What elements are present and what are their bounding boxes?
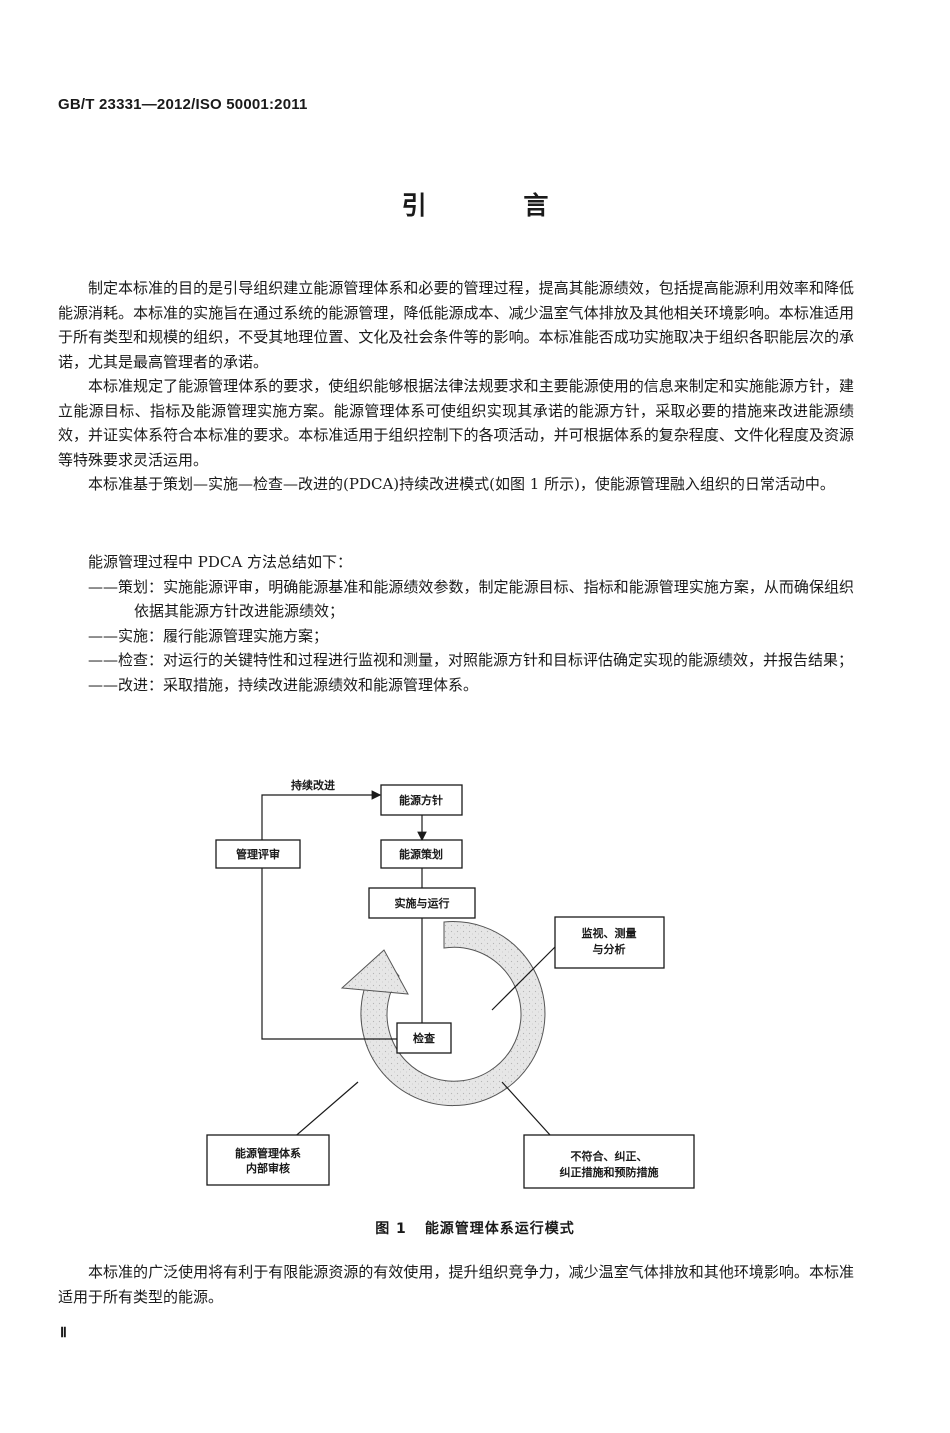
pdca-item-check: ——检查：对运行的关键特性和过程进行监视和测量，对照能源方针和目标评估确定实现的… xyxy=(88,651,854,669)
pdca-lead: 能源管理过程中 PDCA 方法总结如下： xyxy=(88,553,352,571)
label-monitoring-1: 监视、测量 xyxy=(582,926,637,940)
label-internal-audit-1: 能源管理体系 xyxy=(235,1146,301,1160)
paragraph-3: 本标准基于策划—实施—检查—改进的(PDCA)持续改进模式(如图 1 所示)，使… xyxy=(88,475,835,493)
page-number: Ⅱ xyxy=(60,1326,67,1341)
closing-paragraph: 本标准的广泛使用将有利于有限能源资源的有效使用，提升组织竞争力，减少温室气体排放… xyxy=(58,1263,854,1306)
box-energy-policy xyxy=(380,784,463,816)
label-check: 检查 xyxy=(413,1031,435,1045)
box-management-review xyxy=(215,839,301,869)
paragraph-1: 制定本标准的目的是引导组织建立能源管理体系和必要的管理过程，提高其能源绩效，包括… xyxy=(58,279,854,371)
box-monitoring xyxy=(554,916,665,969)
figure-caption-text: 能源管理体系运行模式 xyxy=(424,1221,575,1237)
box-nonconformity xyxy=(523,1134,695,1189)
label-nonconformity-1: 不符合、纠正、 xyxy=(571,1149,648,1163)
continual-improvement-arrow xyxy=(261,790,382,840)
intro-paragraphs: 制定本标准的目的是引导组织建立能源管理体系和必要的管理过程，提高其能源绩效，包括… xyxy=(58,276,854,497)
label-implementation: 实施与运行 xyxy=(395,896,450,910)
label-energy-policy: 能源方针 xyxy=(399,793,443,807)
check-to-monitoring-line xyxy=(491,945,557,1011)
cycle-arrow-icon xyxy=(340,921,546,1107)
pdca-item-do: ——实施：履行能源管理实施方案； xyxy=(88,626,329,645)
standard-code: GB/T 23331—2012/ISO 50001:2011 xyxy=(58,96,308,113)
pdca-item-act: ——改进：采取措施，持续改进能源绩效和能源管理体系。 xyxy=(88,675,479,694)
label-energy-planning: 能源策划 xyxy=(399,847,443,861)
pdca-list: 能源管理过程中 PDCA 方法总结如下： ——策划：实施能源评审，明确能源基准和… xyxy=(88,550,854,697)
box-implementation xyxy=(368,887,476,919)
closing-section: 本标准的广泛使用将有利于有限能源资源的有效使用，提升组织竞争力，减少温室气体排放… xyxy=(58,1260,854,1309)
label-nonconformity-2: 纠正措施和预防措施 xyxy=(560,1165,659,1179)
label-monitoring-2: 与分析 xyxy=(593,942,626,956)
label-management-review: 管理评审 xyxy=(236,847,280,861)
figure-caption: 图 1 能源管理体系运行模式 xyxy=(0,1218,950,1238)
page-title: 引 言 xyxy=(401,191,593,220)
pdca-item-plan: ——策划：实施能源评审，明确能源基准和能源绩效参数，制定能源目标、指标和能源管理… xyxy=(88,577,854,621)
label-internal-audit-2: 内部审核 xyxy=(246,1161,290,1175)
box-energy-planning xyxy=(380,839,463,869)
review-to-check-line xyxy=(261,868,397,1040)
figure-number: 图 1 xyxy=(375,1221,407,1237)
box-check xyxy=(396,1022,452,1054)
box-internal-audit xyxy=(206,1134,330,1186)
paragraph-2: 本标准规定了能源管理体系的要求，使组织能够根据法律法规要求和主要能源使用的信息来… xyxy=(58,377,854,469)
continual-improvement-label: 持续改进 xyxy=(291,778,335,792)
